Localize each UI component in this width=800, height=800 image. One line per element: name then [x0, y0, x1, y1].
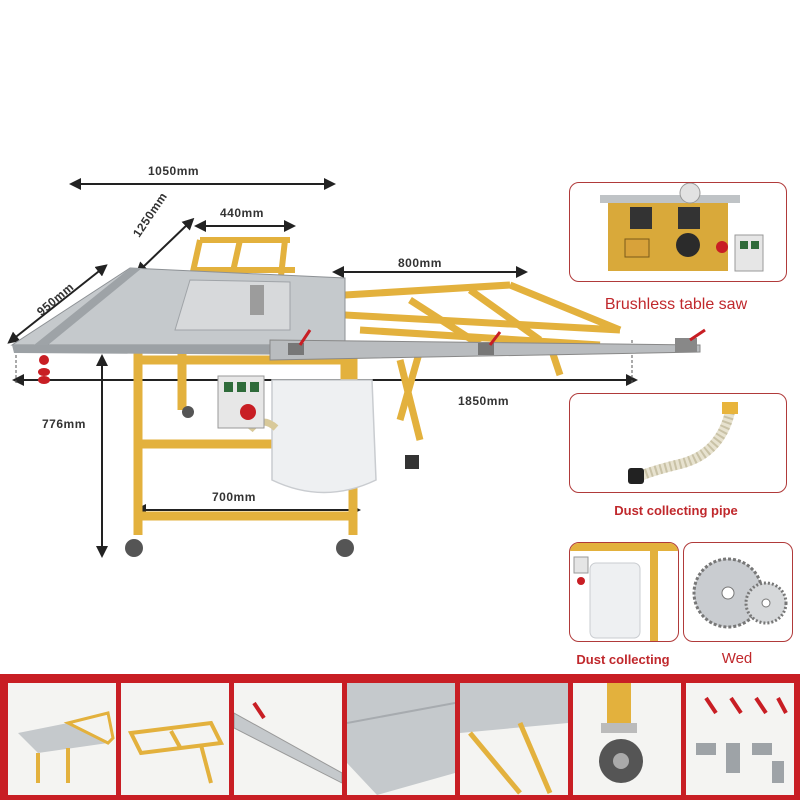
dim-base-width: 700mm: [212, 490, 256, 504]
lock-handle: [38, 355, 50, 384]
thumbnail-caster[interactable]: [573, 683, 681, 795]
dim-top-width: 1050mm: [148, 164, 200, 178]
dim-sliding-width: 440mm: [220, 206, 264, 220]
dim-total-length: 1850mm: [458, 394, 510, 408]
dim-height: 776mm: [42, 417, 86, 431]
thumbnail-extension-frame[interactable]: [121, 683, 229, 795]
thumbnail-table-top[interactable]: [347, 683, 455, 795]
blade-card: [683, 542, 793, 642]
control-box: [217, 375, 265, 429]
saw-caption: Brushless table saw: [604, 296, 748, 313]
saw-blade-image: [692, 557, 788, 629]
dust-bag: [271, 379, 377, 494]
dimension-arrows: [7, 178, 638, 558]
saw-card: [569, 182, 787, 282]
pipe-card: [569, 393, 787, 493]
blade-caption: Wed: [721, 650, 753, 667]
dust-bag-image: [570, 543, 678, 641]
thumbnail-rail[interactable]: [234, 683, 342, 795]
bag-card: [569, 542, 679, 642]
thumbnail-full-saw[interactable]: [8, 683, 116, 795]
dust-pipe-image: [628, 402, 738, 484]
thumbnail-hardware[interactable]: [686, 683, 794, 795]
caster-wheels: [125, 406, 354, 557]
bag-caption: Dust collecting bag: [576, 652, 670, 667]
thumbnail-frame-detail[interactable]: [460, 683, 568, 795]
brushless-saw-image: [600, 183, 764, 272]
pipe-caption: Dust collecting pipe: [614, 503, 738, 518]
dim-extension-width: 800mm: [398, 256, 442, 270]
